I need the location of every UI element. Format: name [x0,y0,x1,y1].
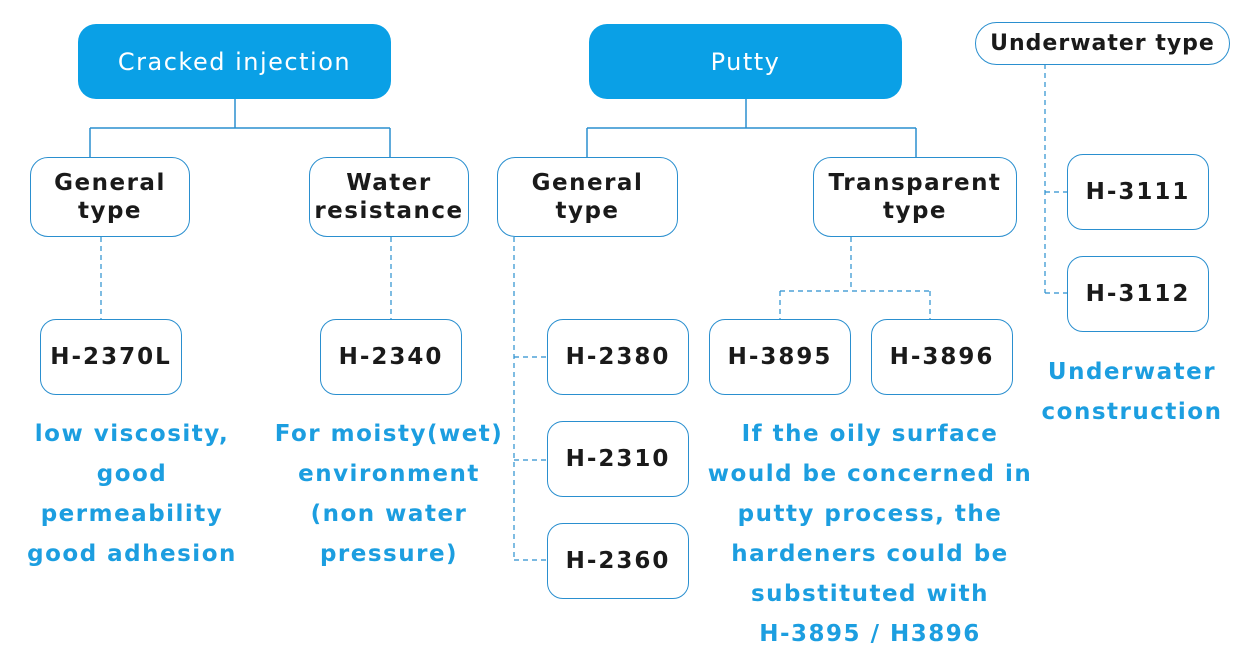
category-putty-general: General type [497,157,678,237]
description-underwater: Underwater construction [1041,359,1223,425]
head-putty: Putty [589,24,902,99]
product-h-2340: H-2340 [320,319,462,395]
description-crack-general: low viscosity, good permeability good ad… [27,421,237,567]
product-h-2360: H-2360 [547,523,689,599]
description-crack-water: For moisty(wet) environment (non water p… [274,421,504,567]
category-putty-transparent: Transparent type [813,157,1017,237]
product-h-3895: H-3895 [709,319,851,395]
product-h-2380: H-2380 [547,319,689,395]
product-h-2370l: H-2370L [40,319,182,395]
description-putty-transparent: If the oily surface would be concerned i… [707,421,1033,647]
head-underwater-type: Underwater type [975,22,1230,65]
product-h-3896: H-3896 [871,319,1013,395]
head-cracked-injection: Cracked injection [78,24,391,99]
product-h-3111: H-3111 [1067,154,1209,230]
product-h-2310: H-2310 [547,421,689,497]
product-h-3112: H-3112 [1067,256,1209,332]
category-crack-general: General type [30,157,190,237]
category-crack-water-resistance: Water resistance [309,157,469,237]
